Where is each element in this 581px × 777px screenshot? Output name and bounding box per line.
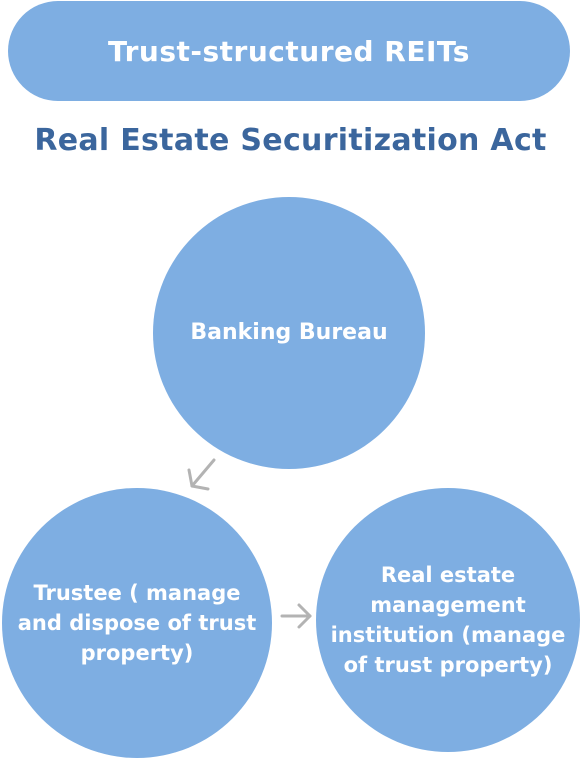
management-institution-node: Real estate management institution (mana… (316, 488, 580, 752)
banking-bureau-node: Banking Bureau (153, 197, 425, 469)
arrow-right-icon (280, 603, 312, 629)
trustee-node: Trustee ( manage and dispose of trust pr… (2, 488, 272, 758)
page-title: Trust-structured REITs (108, 34, 470, 68)
subtitle: Real Estate Securitization Act (34, 123, 547, 158)
arrow-down-left-icon (187, 458, 216, 491)
banking-bureau-label: Banking Bureau (190, 320, 388, 345)
trustee-label: Trustee ( manage and dispose of trust pr… (17, 581, 257, 665)
title-banner: Trust-structured REITs (8, 1, 570, 101)
management-institution-label: Real estate management institution (mana… (330, 563, 566, 677)
